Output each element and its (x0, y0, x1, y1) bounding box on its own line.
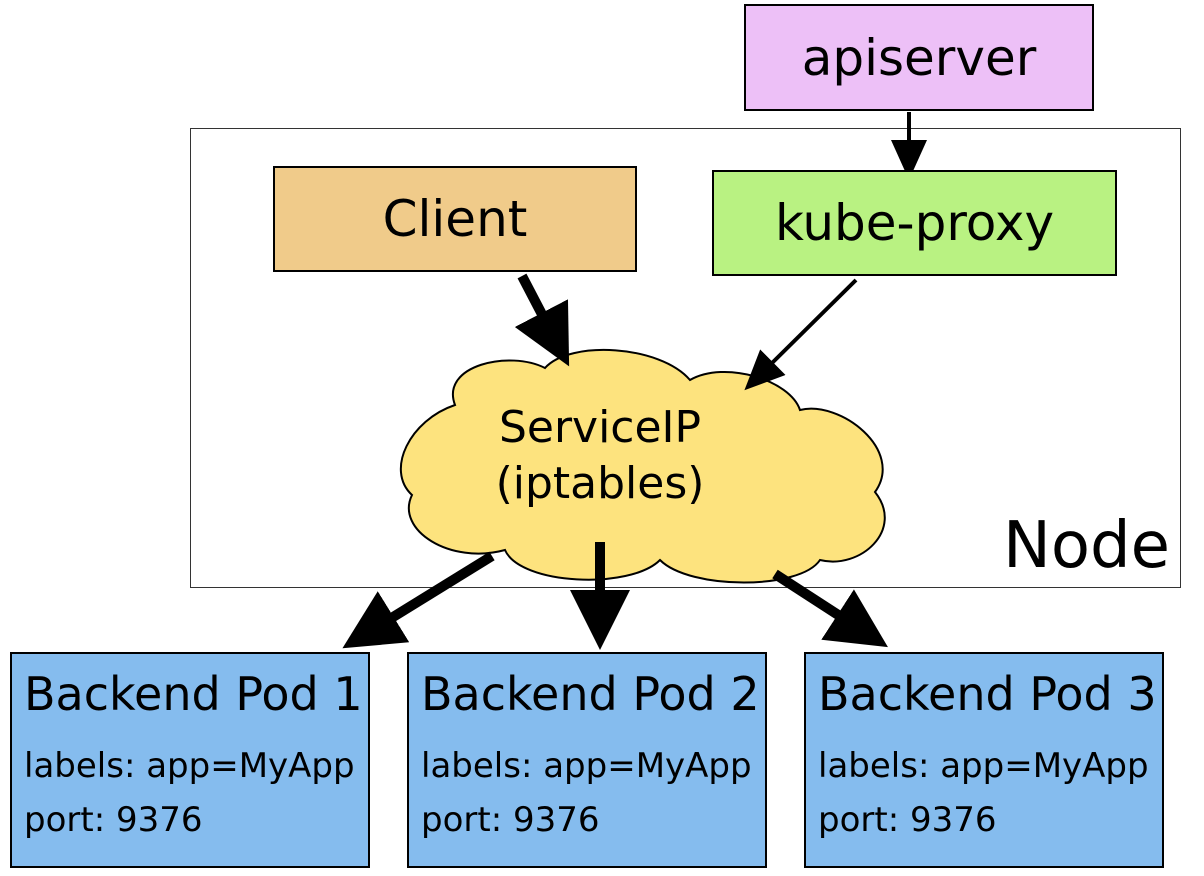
pod-port: port: 9376 (818, 800, 997, 840)
node-boundary (190, 128, 1181, 588)
arrow-client-to-service (514, 273, 570, 367)
arrow-kube-proxy-to-service (744, 278, 858, 391)
backend-pod-2: Backend Pod 2 labels: app=MyApp port: 93… (407, 652, 767, 868)
kube-proxy-label: kube-proxy (774, 194, 1055, 252)
service-cloud (400, 348, 886, 584)
backend-pod-3: Backend Pod 3 labels: app=MyApp port: 93… (804, 652, 1164, 868)
pod-labels: labels: app=MyApp (818, 746, 1149, 786)
arrow-service-to-pod-1 (342, 551, 495, 649)
service-label: ServiceIP (iptables) (440, 400, 760, 512)
client-label: Client (382, 190, 528, 248)
client-box: Client (273, 166, 637, 272)
service-iptables-label: (iptables) (495, 458, 705, 509)
service-ip-label: ServiceIP (498, 402, 702, 453)
pod-title: Backend Pod 2 (421, 667, 760, 721)
pod-labels: labels: app=MyApp (421, 746, 752, 786)
kube-proxy-box: kube-proxy (712, 170, 1117, 276)
apiserver-label: apiserver (801, 28, 1037, 87)
apiserver-box: apiserver (744, 4, 1094, 111)
pod-port: port: 9376 (24, 800, 203, 840)
arrow-service-to-pod-3 (772, 569, 888, 648)
pod-title: Backend Pod 3 (818, 667, 1157, 721)
pod-port: port: 9376 (421, 800, 600, 840)
node-label: Node (1002, 509, 1170, 583)
pod-title: Backend Pod 1 (24, 667, 363, 721)
pod-labels: labels: app=MyApp (24, 746, 355, 786)
backend-pod-1: Backend Pod 1 labels: app=MyApp port: 93… (10, 652, 370, 868)
